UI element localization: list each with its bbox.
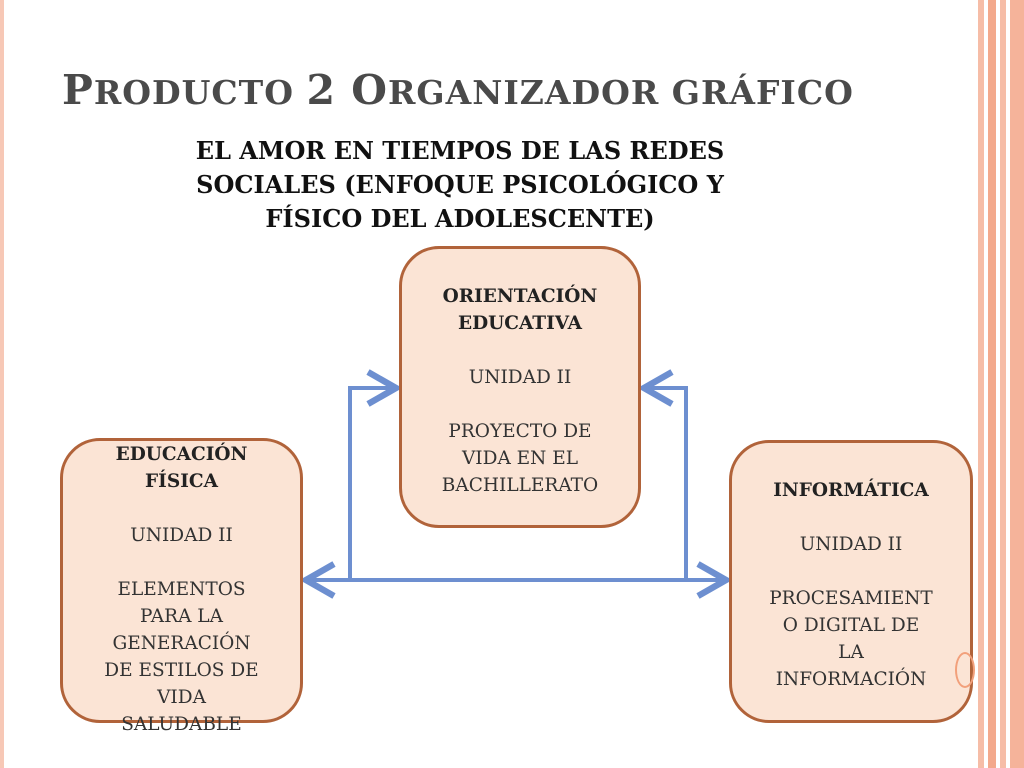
decorative-stripe	[1000, 0, 1006, 768]
node-informatica: INFORMÁTICA UNIDAD II PROCESAMIENT O DIGI…	[729, 440, 973, 723]
node-title-line: INFORMÁTICA	[773, 480, 929, 501]
node-topic-line: PROYECTO DE	[448, 421, 592, 442]
title-part: RODUCTO	[93, 73, 307, 113]
arrow-to-orientacion-right	[637, 369, 688, 580]
node-title-line: EDUCATIVA	[457, 313, 583, 334]
node-topic-line: LA	[838, 642, 864, 663]
heading-line: EL AMOR EN TIEMPOS DE LAS REDES	[195, 136, 725, 165]
node-topic-line: VIDA EN EL	[461, 448, 579, 469]
slide-title: PRODUCTO 2 ORGANIZADOR GRÁFICO	[62, 66, 854, 114]
node-educacion-fisica: EDUCACIÓN FÍSICA UNIDAD II ELEMENTOS PARA …	[60, 438, 303, 735]
node-topic: PROYECTO DE VIDA EN EL BACHILLERATO	[410, 418, 630, 499]
heading-line: FÍSICO DEL ADOLESCENTE)	[265, 204, 655, 233]
decorative-stripe	[1010, 0, 1024, 768]
node-unit: UNIDAD II	[468, 367, 572, 388]
node-topic-line: PROCESAMIENT	[769, 588, 933, 609]
title-part: P	[62, 66, 94, 115]
arrow-to-orientacion-left	[348, 369, 403, 580]
node-topic-line: BACHILLERATO	[441, 475, 599, 496]
decorative-oval	[955, 652, 975, 688]
node-topic: PROCESAMIENT O DIGITAL DE LA INFORMACIÓN	[740, 585, 962, 693]
node-orientacion-educativa: ORIENTACIÓN EDUCATIVA UNIDAD II PROYECTO …	[399, 246, 641, 528]
node-title-line: FÍSICA	[145, 471, 218, 492]
node-topic-line: ELEMENTOS	[117, 579, 246, 600]
node-title: ORIENTACIÓN EDUCATIVA	[410, 283, 630, 337]
node-topic-line: INFORMACIÓN	[775, 669, 927, 690]
node-title: INFORMÁTICA	[740, 477, 962, 504]
decorative-stripe	[0, 0, 4, 768]
node-topic-line: SALUDABLE	[121, 714, 242, 735]
node-topic-line: O DIGITAL DE	[782, 615, 920, 636]
organizer-heading: EL AMOR EN TIEMPOS DE LAS REDES SOCIALES …	[150, 134, 770, 236]
node-title-line: EDUCACIÓN	[115, 444, 248, 465]
node-title: EDUCACIÓN FÍSICA	[71, 441, 292, 495]
node-unit: UNIDAD II	[799, 534, 903, 555]
title-part: RGANIZADOR GRÁFICO	[388, 73, 854, 113]
decorative-stripe	[978, 0, 984, 768]
node-topic-line: PARA LA	[140, 606, 223, 627]
node-topic-line: GENERACIÓN	[112, 633, 251, 654]
node-title-line: ORIENTACIÓN	[442, 286, 598, 307]
heading-line: SOCIALES (ENFOQUE PSICOLÓGICO Y	[196, 170, 724, 199]
title-part: O	[351, 66, 388, 115]
title-part: 2	[306, 66, 352, 115]
node-topic-line: VIDA	[157, 687, 206, 708]
node-topic: ELEMENTOS PARA LA GENERACIÓN DE ESTILOS DE V…	[71, 576, 292, 738]
node-unit: UNIDAD II	[130, 525, 233, 546]
node-topic-line: DE ESTILOS DE	[104, 660, 259, 681]
decorative-stripe	[988, 0, 996, 768]
